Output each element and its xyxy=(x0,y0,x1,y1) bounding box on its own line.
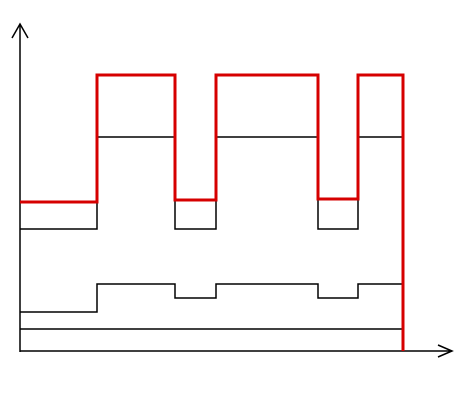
lower-black-waveform xyxy=(20,283,403,313)
upper-black-waveform xyxy=(20,136,403,230)
x-axis-arrow-icon xyxy=(437,344,454,358)
lower-black-trace xyxy=(20,283,403,313)
y-axis-arrow-icon xyxy=(11,22,29,39)
red-waveform xyxy=(20,73,405,351)
upper-black-trace xyxy=(20,136,403,230)
axes xyxy=(11,22,454,358)
red-trace xyxy=(20,73,405,351)
